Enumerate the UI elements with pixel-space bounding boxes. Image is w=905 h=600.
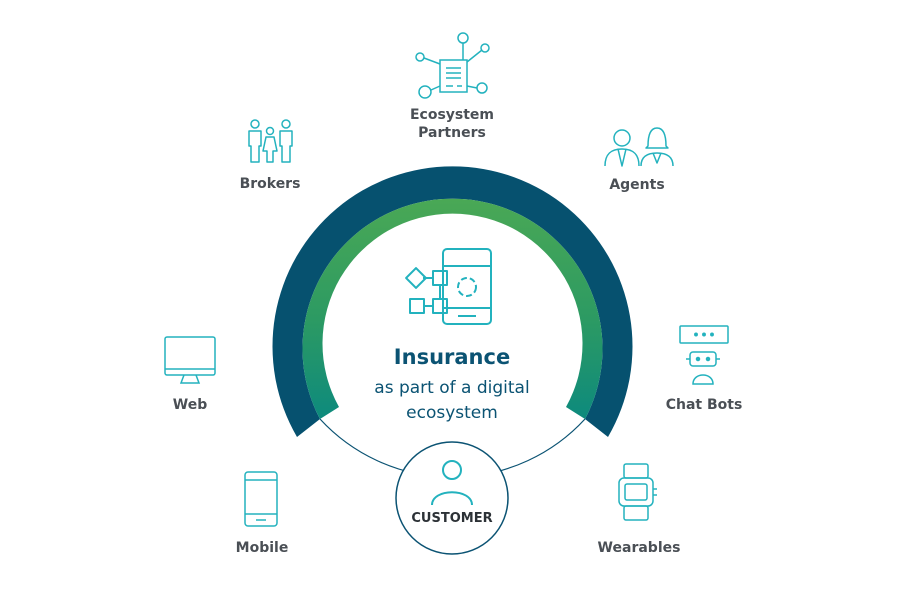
smartwatch-icon (618, 463, 657, 521)
center-subtitle: as part of a digital ecosystem (342, 376, 562, 426)
customer-label: CUSTOMER (411, 511, 493, 526)
mobile-phone-icon (244, 471, 278, 527)
center-subtitle-line1: as part of a digital (374, 378, 530, 398)
customer-person-icon (431, 460, 473, 506)
mobile-label: Mobile (235, 540, 289, 556)
center-title: Insurance (393, 345, 511, 369)
chat-bot-icon (679, 325, 729, 385)
wearables-label: Wearables (597, 540, 681, 556)
ecosystem-partners-line1: Ecosystem (409, 107, 495, 123)
agents-label: Agents (609, 177, 665, 193)
center-subtitle-line2: ecosystem (406, 403, 498, 423)
ecosystem-partners-line2: Partners (418, 125, 486, 141)
ecosystem-network-icon (415, 32, 490, 99)
chat-bots-label: Chat Bots (665, 397, 743, 413)
inner-ring-arc (302, 198, 603, 419)
web-label: Web (172, 397, 208, 413)
agents-people-icon (604, 127, 674, 167)
ecosystem-partners-label: Ecosystem Partners (410, 106, 494, 142)
brokers-label: Brokers (239, 176, 301, 192)
outer-ring-arc (272, 166, 633, 437)
customer-circle (395, 441, 509, 555)
brokers-people-icon (248, 119, 293, 163)
insurance-app-icon (405, 248, 492, 325)
web-monitor-icon (164, 336, 216, 384)
